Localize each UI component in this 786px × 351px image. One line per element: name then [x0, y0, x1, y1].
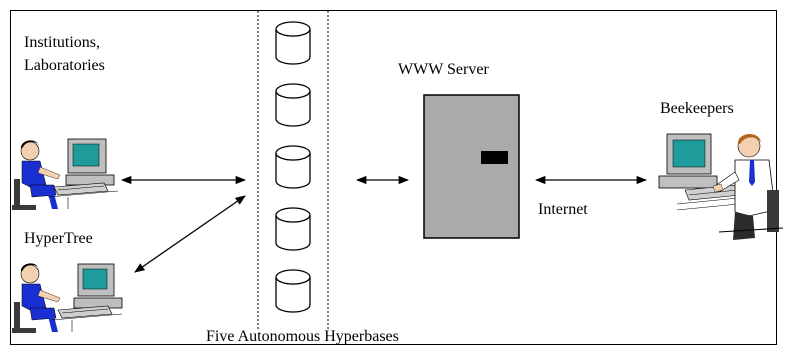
database-cylinder-icon — [275, 21, 311, 65]
diagram-frame — [10, 10, 777, 345]
internet-label: Internet — [538, 201, 588, 218]
institutions-label-line1: Institutions, — [24, 34, 100, 51]
woman-at-computer-icon — [12, 138, 119, 210]
hyperbase-databases — [275, 21, 311, 313]
hypertree-label: HyperTree — [24, 230, 93, 247]
institutions-label-line2: Laboratories — [24, 57, 105, 74]
www-server-label: WWW Server — [398, 61, 489, 78]
database-cylinder-icon — [275, 207, 311, 251]
database-cylinder-icon — [275, 145, 311, 189]
man-at-computer-icon — [658, 133, 784, 240]
hyperbases-label: Five Autonomous Hyperbases — [206, 328, 399, 345]
server-tower-icon — [423, 94, 520, 239]
beekeepers-label: Beekeepers — [660, 100, 734, 117]
arrow-hypertree-to-hyperbases — [134, 195, 246, 273]
woman-at-computer-icon — [12, 263, 123, 333]
database-cylinder-icon — [275, 83, 311, 127]
database-cylinder-icon — [275, 269, 311, 313]
